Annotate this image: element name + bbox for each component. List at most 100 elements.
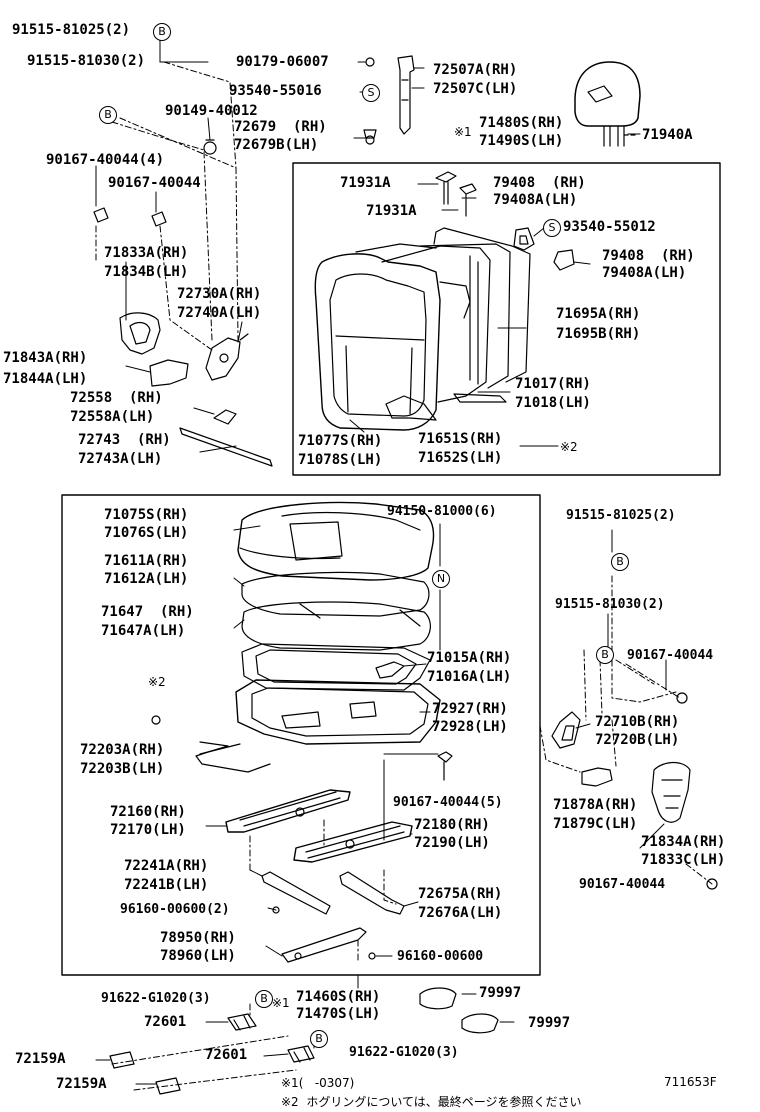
part-label: 72190(LH) [414, 835, 490, 851]
part-label: 72203B(LH) [80, 761, 165, 777]
part-label: 79997 [479, 985, 522, 1001]
part-label: 71016A(LH) [427, 669, 512, 685]
part-label: 90167-40044 [627, 648, 714, 663]
callout-s: S [543, 219, 561, 237]
part-label: 72241B(LH) [124, 877, 209, 893]
part-label: 93540-55012 [563, 219, 656, 235]
mark-2: ※2 [560, 440, 578, 454]
part-label: 72730A(RH) [177, 286, 262, 302]
part-label: 71490S(LH) [479, 133, 564, 149]
callout-b: B [153, 23, 171, 41]
part-label: 71652S(LH) [418, 450, 503, 466]
leader-lines [95, 31, 667, 1085]
lever-icon [261, 871, 405, 963]
part-label: 71017(RH) [515, 376, 591, 392]
footnote-1: ※1( -0307) [281, 1076, 355, 1090]
callout-b: B [596, 646, 614, 664]
part-label: 71833C(LH) [641, 852, 726, 868]
callout-s: S [362, 84, 380, 102]
side-cover-icon [551, 692, 718, 890]
callout-b: B [255, 990, 273, 1008]
callout-n: N [432, 570, 450, 588]
part-label: 72159A [56, 1076, 107, 1092]
part-label: 71834B(LH) [104, 264, 189, 280]
part-label: 96160-00600 [397, 949, 484, 964]
part-label: 71460S(RH) [296, 989, 381, 1005]
part-label: 78960(LH) [160, 948, 236, 964]
bolt-icon [435, 171, 477, 217]
cushion-frame [61, 494, 541, 976]
part-label: 79408A(LH) [493, 192, 578, 208]
part-label: 72203A(RH) [80, 742, 165, 758]
part-label: 71651S(RH) [418, 431, 503, 447]
part-label: 72675A(RH) [418, 886, 503, 902]
dashed-leaders [95, 41, 713, 1091]
figure-id: 711653F [664, 1075, 717, 1089]
part-label: 72159A [15, 1051, 66, 1067]
seatback-icon [314, 227, 531, 431]
part-label: 72927(RH) [432, 701, 508, 717]
part-label: 71076S(LH) [104, 525, 189, 541]
part-label: 91515-81025(2) [12, 22, 131, 38]
part-label: 91515-81030(2) [555, 597, 665, 612]
part-label: 78950(RH) [160, 930, 236, 946]
mark-1: ※1 [272, 996, 290, 1010]
part-label: 90149-40012 [165, 103, 258, 119]
part-label: 71647 (RH) [101, 604, 194, 620]
part-label: 71940A [642, 127, 693, 143]
part-label: 71018(LH) [515, 395, 591, 411]
part-label: 93540-55016 [229, 83, 322, 99]
part-label: 72710B(RH) [595, 714, 680, 730]
part-label: 72170(LH) [110, 822, 186, 838]
part-label: 71844A(LH) [3, 371, 88, 387]
part-label: 71075S(RH) [104, 507, 189, 523]
part-label: 72507A(RH) [433, 62, 518, 78]
part-label: 72180(RH) [414, 817, 490, 833]
part-label: 71611A(RH) [104, 553, 189, 569]
part-label: 71470S(LH) [296, 1006, 381, 1022]
headrest-icon [574, 61, 641, 147]
part-label: 71833A(RH) [104, 245, 189, 261]
part-label: 71931A [340, 175, 391, 191]
bracket-icon [93, 139, 273, 467]
part-label: 71078S(LH) [298, 452, 383, 468]
part-label: 72743A(LH) [78, 451, 163, 467]
part-label: 96160-00600(2) [120, 902, 230, 917]
part-label: 90167-40044 [579, 877, 666, 892]
bolt-icon-2 [151, 715, 453, 781]
callout-b: B [99, 106, 117, 124]
part-label: 91622-G1020(3) [349, 1045, 459, 1060]
guide-clip-icon [513, 227, 575, 271]
part-label: 79408 (RH) [602, 248, 695, 264]
part-label: 71077S(RH) [298, 433, 383, 449]
part-label: 90167-40044(5) [393, 795, 503, 810]
mark-2: ※2 [148, 675, 166, 689]
part-label: 72740A(LH) [177, 305, 262, 321]
part-label: 72601 [144, 1014, 187, 1030]
part-label: 91515-81030(2) [27, 53, 146, 69]
part-label: 72241A(RH) [124, 858, 209, 874]
part-label: 71647A(LH) [101, 623, 186, 639]
part-label: 79997 [528, 1015, 571, 1031]
part-label: 79408A(LH) [602, 265, 687, 281]
part-label: 91622-G1020(3) [101, 991, 211, 1006]
cap-icon [109, 987, 499, 1095]
part-label: 71695B(RH) [556, 326, 641, 342]
part-label: 71695A(RH) [556, 306, 641, 322]
footnote-2: ※2 ホグリングについては、最終ページを参照ください [281, 1095, 582, 1109]
part-label: 94150-81000(6) [387, 504, 497, 519]
part-label: 71879C(LH) [553, 816, 638, 832]
part-label: 71480S(RH) [479, 115, 564, 131]
part-label: 72558A(LH) [70, 409, 155, 425]
part-label: 72679B(LH) [234, 137, 319, 153]
part-label: 72676A(LH) [418, 905, 503, 921]
cushion-icon [235, 501, 441, 745]
part-label: 90167-40044 [108, 175, 201, 191]
part-label: 72507C(LH) [433, 81, 518, 97]
wire-icon [195, 741, 271, 773]
part-label: 71843A(RH) [3, 350, 88, 366]
part-label: 91515-81025(2) [566, 508, 676, 523]
callout-b: B [611, 553, 629, 571]
